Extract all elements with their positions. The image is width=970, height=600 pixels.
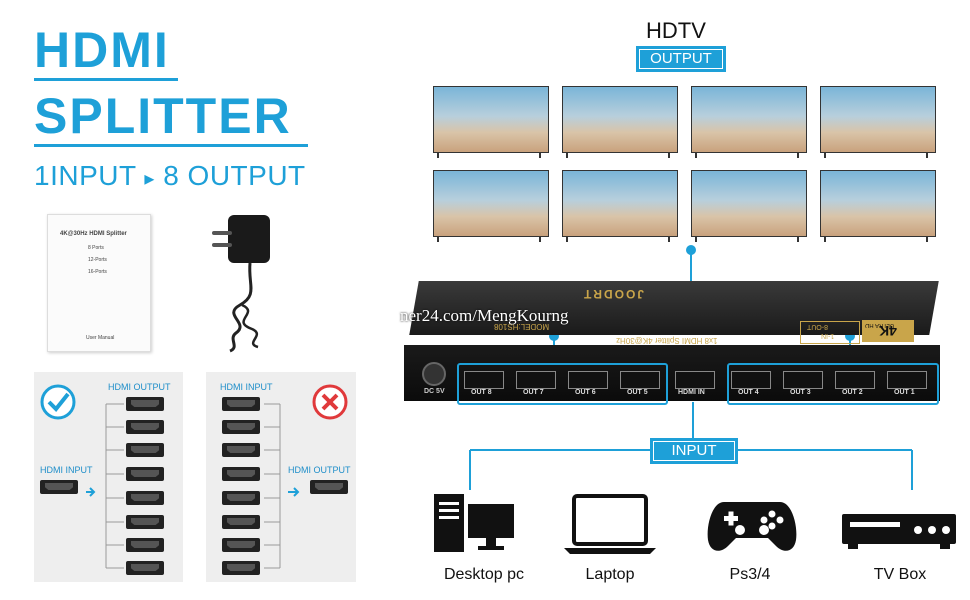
hdmi-port-icon [126, 443, 164, 457]
hdmi-input-label: HDMI INPUT [220, 382, 273, 392]
hdtv-title: HDTV [646, 18, 706, 43]
device-desc: 1x8 HDMI Splitter 4K@30Hz [616, 336, 718, 345]
hdmi-out-port [620, 371, 660, 389]
hdmi-port-icon [126, 538, 164, 552]
hdmi-port-icon [126, 515, 164, 529]
tv-icon [562, 170, 678, 237]
badge-8out: 8-OUT [807, 323, 828, 330]
tv-icon [820, 86, 936, 153]
hdmi-port-icon [222, 491, 260, 505]
hdmi-out-port [887, 371, 927, 389]
title-line-2: SPLITTER [34, 88, 292, 144]
out-label: OUT 5 [627, 389, 648, 396]
hdmi-port-icon [126, 420, 164, 434]
hdmi-output-label: HDMI OUTPUT [108, 382, 171, 392]
laptop-icon [564, 494, 656, 554]
manual-line: 16-Ports [88, 269, 107, 275]
hdmi-port-icon [222, 561, 260, 575]
user-manual: 4K@30Hz HDMI Splitter 8 Ports 12-Ports 1… [47, 214, 151, 352]
x-circle-icon [312, 384, 348, 420]
dc-label: DC 5V [424, 388, 445, 395]
badge-ultra-hd: ULTRA HD [865, 322, 895, 328]
subtitle: 1INPUT ▸ 8 OUTPUT [34, 160, 306, 192]
watermark-text: ner24.com/MengKourng [400, 306, 569, 325]
out-label: OUT 2 [842, 389, 863, 396]
tv-box-icon [842, 514, 956, 549]
tv-icon [562, 86, 678, 153]
tv-icon [691, 86, 807, 153]
hdmi-in-label: HDMI IN [678, 389, 705, 396]
desktop-pc-icon [434, 494, 514, 552]
title-line-1: HDMI [34, 22, 170, 78]
hdmi-port-icon [222, 397, 260, 411]
hdmi-port-icon [222, 443, 260, 457]
title-underline-1 [34, 78, 178, 81]
subtitle-input: 1INPUT [34, 160, 137, 191]
hdmi-out-port [731, 371, 771, 389]
out-label: OUT 3 [790, 389, 811, 396]
hdmi-port-icon [222, 467, 260, 481]
hdmi-port-icon [126, 561, 164, 575]
out-label: OUT 6 [575, 389, 596, 396]
out-label: OUT 4 [738, 389, 759, 396]
output-tag: OUTPUT [636, 46, 726, 72]
gamepad-icon [707, 502, 797, 551]
badge-ports: 1-IN 8-OUT [800, 321, 860, 344]
tv-stands [437, 152, 928, 242]
hdmi-port-icon [310, 480, 348, 494]
power-adapter-icon [212, 215, 270, 353]
out-label: OUT 7 [523, 389, 544, 396]
hdmi-output-label: HDMI OUTPUT [288, 465, 351, 475]
hdmi-port-icon [40, 480, 78, 494]
hdmi-port-icon [126, 397, 164, 411]
hdmi-port-icon [222, 420, 260, 434]
input-tag: INPUT [650, 438, 738, 464]
hdmi-out-port [516, 371, 556, 389]
hdmi-port-icon [222, 538, 260, 552]
hdmi-out-port [835, 371, 875, 389]
hdmi-port-icon [222, 515, 260, 529]
out-label: OUT 8 [471, 389, 492, 396]
source-label-laptop: Laptop [585, 566, 635, 583]
title-underline-2 [34, 144, 308, 147]
tv-icon [691, 170, 807, 237]
manual-line: 8 Ports [88, 245, 104, 251]
brand-label: JOODRT [582, 287, 645, 301]
hdmi-in-port [675, 371, 715, 389]
hdmi-input-label: HDMI INPUT [40, 465, 93, 475]
outputs-left-group [457, 363, 668, 405]
outputs-right-group [727, 363, 939, 405]
tv-icon [433, 86, 549, 153]
manual-title: 4K@30Hz HDMI Splitter [60, 231, 127, 237]
hdmi-out-port [464, 371, 504, 389]
play-arrow-icon: ▸ [144, 168, 155, 190]
tv-icon [820, 170, 936, 237]
badge-4k: 4K [862, 320, 914, 342]
source-label-desktop: Desktop pc [443, 566, 525, 583]
dc-power-port [422, 362, 446, 386]
subtitle-output: 8 OUTPUT [163, 160, 306, 191]
connector-lines [86, 403, 124, 569]
manual-line: 12-Ports [88, 257, 107, 263]
diagram-incorrect: HDMI INPUT HDMI OUTPUT [206, 372, 356, 582]
hdmi-port-icon [126, 491, 164, 505]
check-circle-icon [40, 384, 76, 420]
tv-icon [433, 170, 549, 237]
out-label: OUT 1 [894, 389, 915, 396]
source-label-tvbox: TV Box [873, 566, 927, 583]
diagram-correct: HDMI OUTPUT HDMI INPUT [34, 372, 183, 582]
hdmi-out-port [783, 371, 823, 389]
hdmi-out-port [568, 371, 608, 389]
badge-1in: 1-IN [821, 332, 835, 339]
hdmi-port-icon [126, 467, 164, 481]
connector-lines [264, 403, 300, 569]
source-label-ps: Ps3/4 [729, 566, 771, 583]
manual-footer: User Manual [86, 335, 115, 341]
